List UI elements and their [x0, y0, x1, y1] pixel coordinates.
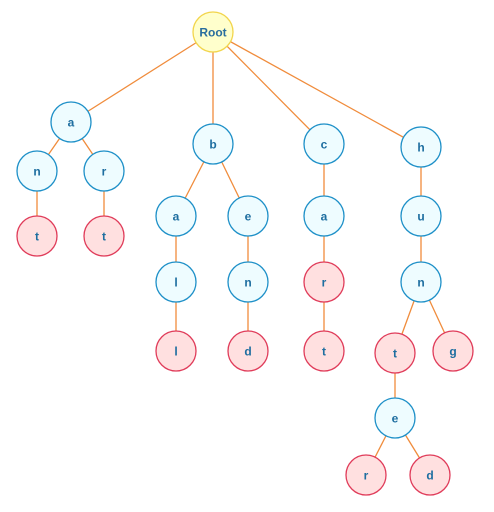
trie-node-n3: n: [400, 261, 442, 303]
node-label: a: [173, 210, 180, 224]
node-circle: [16, 150, 58, 192]
node-circle: [155, 261, 197, 303]
edge-root-h: [212, 31, 422, 148]
leaf-node-d2: d: [409, 454, 451, 496]
node-label: n: [417, 276, 424, 290]
leaf-node-t2: t: [83, 215, 125, 257]
node-circle: [400, 126, 442, 168]
trie-node-e2: e: [374, 397, 416, 439]
leaf-node-t3: t: [303, 330, 345, 372]
trie-node-b: b: [192, 123, 234, 165]
node-label: r: [364, 469, 369, 483]
node-circle: [374, 397, 416, 439]
leaf-node-t1: t: [16, 215, 58, 257]
trie-node-a2: a: [155, 195, 197, 237]
node-label: t: [102, 230, 106, 244]
node-label: a: [321, 210, 328, 224]
trie-node-h: h: [400, 126, 442, 168]
node-circle: [83, 215, 125, 257]
node-circle: [16, 215, 58, 257]
node-circle: [400, 195, 442, 237]
node-label: l: [174, 345, 177, 359]
node-label: n: [33, 165, 40, 179]
node-label: b: [209, 138, 216, 152]
leaf-node-d1: d: [227, 330, 269, 372]
node-label: a: [68, 116, 75, 130]
node-circle: [155, 195, 197, 237]
root-node: Root: [192, 11, 234, 53]
leaf-node-t4: t: [374, 332, 416, 374]
node-circle: [409, 454, 451, 496]
node-label: t: [35, 230, 39, 244]
node-label: u: [417, 210, 424, 224]
trie-node-l1: l: [155, 261, 197, 303]
node-circle: [432, 330, 474, 372]
trie-node-n2: n: [227, 261, 269, 303]
node-circle: [303, 330, 345, 372]
trie-node-e1: e: [227, 195, 269, 237]
node-circle: [345, 454, 387, 496]
leaf-node-l2: l: [155, 330, 197, 372]
node-label: l: [174, 276, 177, 290]
trie-node-r1: r: [83, 150, 125, 192]
node-label: h: [417, 141, 424, 155]
node-label: c: [321, 138, 328, 152]
node-circle: [303, 261, 345, 303]
node-label: d: [426, 469, 433, 483]
node-circle: [50, 101, 92, 143]
trie-node-u: u: [400, 195, 442, 237]
node-circle: [400, 261, 442, 303]
node-circle: [155, 330, 197, 372]
node-label: g: [449, 345, 456, 359]
node-label: t: [322, 345, 326, 359]
trie-node-n1: n: [16, 150, 58, 192]
node-circle: [374, 332, 416, 374]
edge-root-a1: [70, 31, 214, 123]
node-circle: [227, 195, 269, 237]
trie-node-c: c: [303, 123, 345, 165]
node-circle: [192, 11, 234, 53]
trie-node-a1: a: [50, 101, 92, 143]
node-label: e: [392, 412, 399, 426]
node-label: d: [244, 345, 251, 359]
node-circle: [303, 195, 345, 237]
node-label: r: [102, 165, 107, 179]
edge-root-c: [212, 31, 325, 145]
leaf-node-r2: r: [303, 261, 345, 303]
node-circle: [192, 123, 234, 165]
trie-node-a3: a: [303, 195, 345, 237]
node-label: r: [322, 276, 327, 290]
node-label: t: [393, 347, 397, 361]
node-circle: [83, 150, 125, 192]
node-circle: [303, 123, 345, 165]
node-label: n: [244, 276, 251, 290]
leaf-node-g: g: [432, 330, 474, 372]
leaf-node-r3: r: [345, 454, 387, 496]
node-label: e: [245, 210, 252, 224]
node-label: Root: [199, 26, 226, 40]
node-circle: [227, 330, 269, 372]
nodes: Root a n t r t b a l l e n d c a r t h u n t e r d g: [16, 11, 474, 496]
node-circle: [227, 261, 269, 303]
